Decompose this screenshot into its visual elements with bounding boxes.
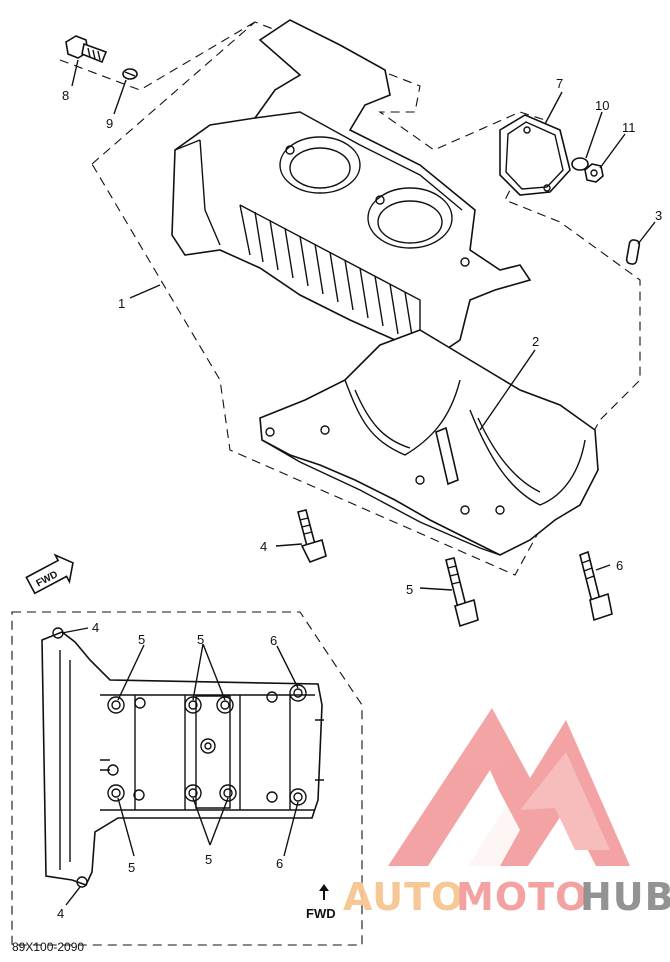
watermark-hub: HUB bbox=[580, 875, 670, 919]
callout-1: 1 bbox=[118, 296, 125, 311]
bolt-6 bbox=[579, 550, 613, 622]
bottom-callout-4-bottom: 4 bbox=[57, 906, 64, 921]
bottom-view-leader-lines bbox=[61, 627, 299, 906]
bolt-boss bbox=[52, 627, 307, 888]
watermark-moto: MOTO bbox=[456, 875, 588, 919]
callout-5: 5 bbox=[406, 582, 413, 597]
leader-lines bbox=[71, 59, 656, 591]
callout-11: 11 bbox=[622, 120, 636, 135]
stud-2 bbox=[435, 426, 459, 486]
lower-crankcase bbox=[259, 329, 599, 556]
bottom-callout-6-top: 6 bbox=[270, 633, 277, 648]
bottom-view-crankcase bbox=[41, 627, 324, 888]
callout-3: 3 bbox=[655, 208, 662, 223]
callout-4: 4 bbox=[260, 539, 267, 554]
watermark-logo-icon bbox=[388, 708, 630, 866]
callout-6: 6 bbox=[616, 558, 623, 573]
bolt-4 bbox=[297, 509, 327, 564]
nut-11 bbox=[584, 163, 604, 183]
fwd-arrow-badge: FWD bbox=[25, 553, 74, 595]
bolt-5 bbox=[445, 557, 479, 628]
fwd-label: FWD bbox=[306, 906, 336, 921]
bottom-callout-5-top-center: 5 bbox=[197, 632, 204, 647]
watermark-auto: AUTO bbox=[343, 875, 464, 919]
upper-crankcase bbox=[171, 19, 532, 361]
bottom-callout-6-bottom: 6 bbox=[276, 856, 283, 871]
washer-9 bbox=[122, 68, 138, 80]
bottom-callout-5-bottom-left: 5 bbox=[128, 860, 135, 875]
upper-crankcase-outline bbox=[59, 21, 641, 576]
fwd-up-arrow-icon bbox=[319, 884, 329, 900]
bottom-view-panel-outline bbox=[11, 611, 363, 946]
bottom-callout-5-bottom-center: 5 bbox=[205, 852, 212, 867]
watermark-text: AUTO MOTO HUB bbox=[343, 875, 670, 919]
diagram-code: 89X100-2090 bbox=[12, 940, 84, 954]
bolt-8 bbox=[65, 35, 108, 64]
callout-2: 2 bbox=[532, 334, 539, 349]
callout-8: 8 bbox=[62, 88, 69, 103]
washer-10 bbox=[571, 157, 589, 171]
callout-9: 9 bbox=[106, 116, 113, 131]
bottom-callout-5-top-left: 5 bbox=[138, 632, 145, 647]
callout-10: 10 bbox=[595, 98, 609, 113]
cover-gasket-7 bbox=[499, 114, 571, 196]
dowel-pin-3 bbox=[625, 239, 641, 265]
bottom-callout-4-top: 4 bbox=[92, 620, 99, 635]
callout-7: 7 bbox=[556, 76, 563, 91]
